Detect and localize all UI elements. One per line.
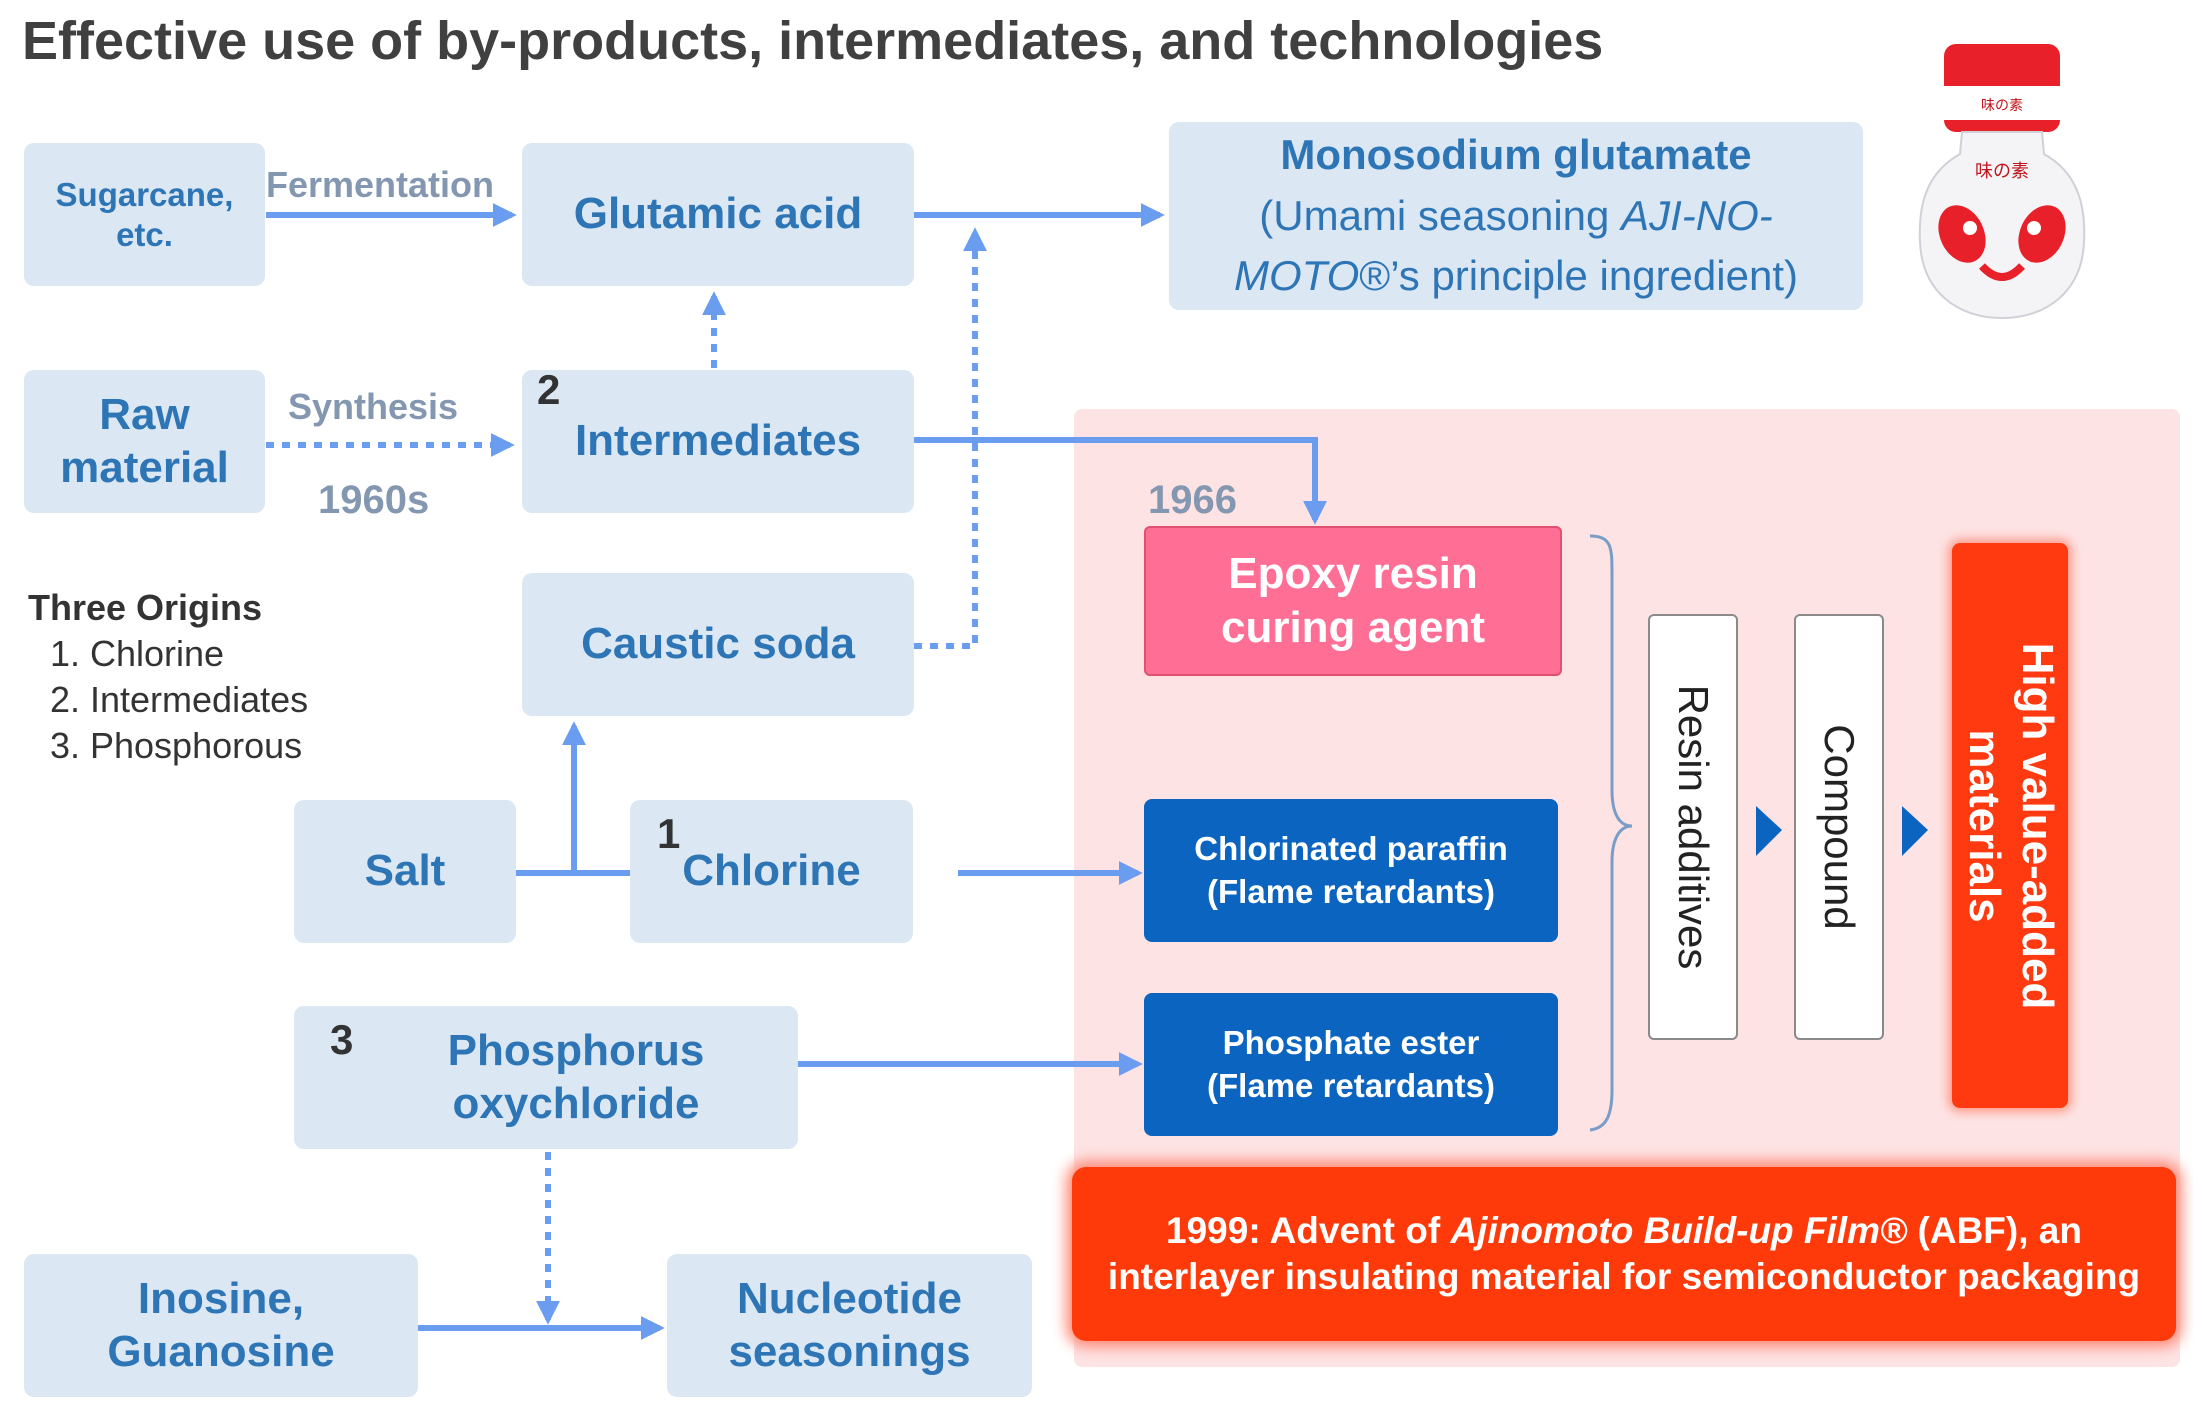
abf-callout: 1999: Advent of Ajinomoto Build-up Film®… [1072,1167,2176,1341]
msg-title: Monosodium glutamate [1280,130,1752,178]
nucleotide-seasonings-label: Nucleotide seasonings [728,1273,971,1376]
intermediates-box: Intermediates [522,370,914,513]
inosine-guanosine-box: Inosine, Guanosine [24,1254,418,1397]
arrow-caustic-glutamic [914,227,987,649]
origin-item: Intermediates [90,677,308,723]
phosphate-ester-label: Phosphate ester (Flame retardants) [1207,1023,1495,1104]
msg-sub-italic: AJI-NO-MOTO [1234,191,1773,300]
salt-box: Salt [294,800,516,943]
glutamic-acid-box: Glutamic acid [522,143,914,286]
raw-material-box: Raw material [24,370,265,513]
three-origins-list: Three Origins Chlorine Intermediates Pho… [28,585,308,769]
abf-text: 1999: Advent of Ajinomoto Build-up Film®… [1094,1208,2154,1301]
triangle-right-2 [1902,806,1928,856]
origin-number-1: 1 [657,810,681,857]
nucleotide-seasonings-box: Nucleotide seasonings [667,1254,1032,1397]
year-1966: 1966 [1148,478,1237,522]
origin-item: Phosphorous [90,723,308,769]
abf-prefix: 1999: Advent of [1166,1209,1451,1251]
origin-number-2: 2 [537,366,561,413]
salt-label: Salt [364,846,446,896]
origin-number-3: 3 [330,1016,354,1063]
intermediates-label: Intermediates [574,416,862,466]
high-value-materials-label: High value-added materials [1960,642,2062,1009]
aji-no-moto-bottle-image: 味の素 味の素 [1918,44,2086,320]
bottle-label: 味の素 [1975,161,2029,182]
msg-sub-2: ®’s principle ingredient) [1359,252,1798,300]
sugarcane-label: Sugarcane, etc. [55,175,234,253]
glutamic-acid-label: Glutamic acid [573,189,863,239]
chlorine-box: Chlorine [630,800,913,943]
compound-label: Compound [1816,724,1863,930]
abf-suffix: (ABF), an interlayer insulating material… [1107,1209,2141,1297]
compound-box: Compound [1794,614,1884,1040]
resin-additives-label: Resin additives [1670,684,1717,970]
sugarcane-box: Sugarcane, etc. [24,143,265,286]
triangle-right-1 [1756,806,1782,856]
msg-subtitle: (Umami seasoning AJI-NO-MOTO®’s principl… [1169,186,1863,308]
bracket [1589,534,1633,1132]
chlorine-label: Chlorine [682,846,861,896]
high-value-materials-box: High value-added materials [1952,543,2068,1108]
arrow-intermediates-epoxy [914,437,1327,525]
caustic-soda-box: Caustic soda [522,573,914,716]
abf-product-name: Ajinomoto Build-up Film® [1450,1209,1908,1251]
epoxy-resin-box: Epoxy resin curing agent [1144,526,1562,676]
page-title: Effective use of by-products, intermedia… [22,11,1604,71]
inosine-guanosine-label: Inosine, Guanosine [107,1273,335,1376]
phosphorus-oxychloride-label: Phosphorus oxychloride [447,1025,705,1128]
origins-heading: Three Origins [28,587,263,628]
year-1960s: 1960s [318,478,430,522]
msg-sub-1: (Umami seasoning [1259,191,1622,239]
caustic-soda-label: Caustic soda [581,619,855,669]
phosphorus-oxychloride-box: Phosphorus oxychloride [294,1006,798,1149]
origin-item: Chlorine [90,631,308,677]
chlorinated-paraffin-box: Chlorinated paraffin (Flame retardants) [1144,799,1558,942]
synthesis-label: Synthesis [288,386,459,427]
raw-material-label: Raw material [60,389,229,492]
phosphate-ester-box: Phosphate ester (Flame retardants) [1144,993,1558,1136]
bottle-cap-text: 味の素 [1981,98,2023,114]
chlorinated-paraffin-label: Chlorinated paraffin (Flame retardants) [1194,829,1508,910]
epoxy-resin-label: Epoxy resin curing agent [1220,549,1486,652]
msg-box: Monosodium glutamate (Umami seasoning AJ… [1169,122,1863,310]
resin-additives-box: Resin additives [1648,614,1738,1040]
fermentation-label: Fermentation [266,164,495,205]
